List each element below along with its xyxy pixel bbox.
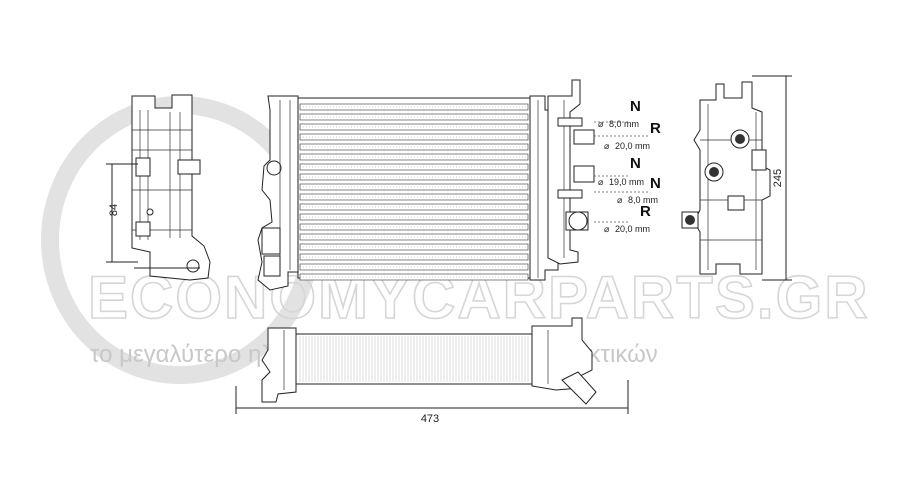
connection-diameter: 8,0 mm — [628, 195, 658, 205]
connection-diameter-icon: ⌀ — [598, 119, 604, 129]
connection-code: N — [630, 155, 641, 172]
dimension-side-height: 84 — [108, 204, 120, 216]
connection-code: N — [650, 175, 661, 192]
connection-code: R — [640, 203, 651, 220]
front-view — [257, 79, 648, 291]
connection-labels: N ⌀ 8,0 mm R ⌀ 20,0 mm N ⌀ 19,0 mm N ⌀ 8… — [598, 98, 661, 234]
dimension-right-height: 245 — [772, 169, 784, 187]
connection-diameter: 8,0 mm — [609, 119, 639, 129]
top-view-fins — [299, 336, 529, 382]
right-side-view: 245 — [681, 75, 792, 281]
bottom-view: 473 — [235, 317, 629, 425]
core-fins — [299, 103, 529, 281]
connection-diameter: 20,0 mm — [615, 224, 650, 234]
connection-diameter-icon: ⌀ — [604, 141, 610, 151]
connection-code: R — [650, 120, 661, 137]
connection-diameter: 20,0 mm — [615, 141, 650, 151]
connection-code: N — [630, 98, 641, 115]
connection-diameter-icon: ⌀ — [598, 177, 604, 187]
connection-diameter: 19,0 mm — [609, 177, 644, 187]
left-side-view: 84 — [106, 94, 211, 281]
dimension-bottom-width: 473 — [421, 413, 439, 425]
connection-diameter-icon: ⌀ — [617, 195, 623, 205]
connection-diameter-icon: ⌀ — [604, 224, 610, 234]
